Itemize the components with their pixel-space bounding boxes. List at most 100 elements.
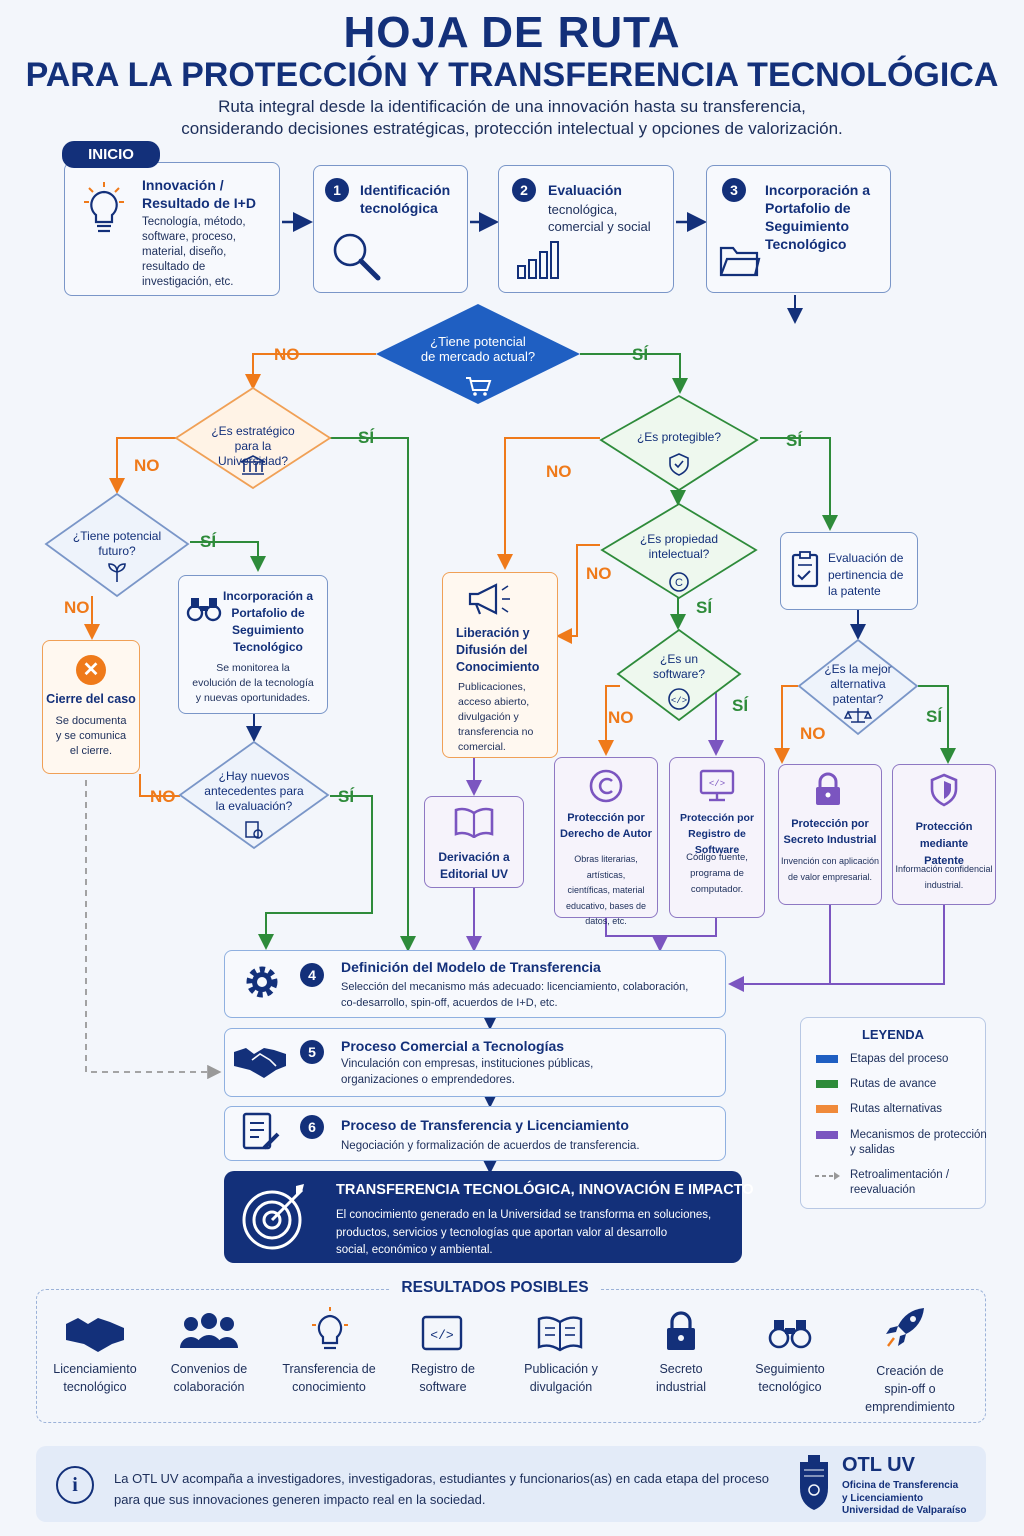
- lock-icon: [816, 772, 840, 805]
- book-icon: [537, 1316, 583, 1352]
- decision-software-text: ¿Es un software?: [652, 652, 706, 681]
- binoculars-icon: [768, 1320, 812, 1349]
- label-no: NO: [800, 724, 826, 743]
- stage-5-title: Proceso Comercial a Tecnologías: [341, 1038, 565, 1054]
- step-2-title: Evaluación: [548, 182, 622, 198]
- result-collaboration: Convenios de colaboración: [170, 1362, 248, 1394]
- lock-icon: [667, 1311, 695, 1350]
- copyright-icon: [589, 769, 623, 803]
- target-icon: [242, 1184, 304, 1250]
- patent-evaluation-box: [780, 532, 918, 610]
- label-yes: SÍ: [358, 428, 375, 447]
- patent-text: Información confidencial industrial.: [895, 864, 993, 890]
- label-no: NO: [586, 564, 612, 583]
- decision-market-text: ¿Tiene potencial de mercado actual?: [420, 334, 536, 364]
- decision-future-text: ¿Tiene potencial futuro?: [72, 529, 162, 558]
- footer-text: La OTL UV acompaña a investigadores, inv…: [114, 1471, 769, 1507]
- label-yes: SÍ: [786, 431, 803, 450]
- label-no: NO: [64, 598, 90, 617]
- decision-protectable-text: ¿Es protegible?: [636, 430, 722, 444]
- megaphone-icon: [468, 583, 510, 615]
- clipboard-check-icon: [791, 551, 819, 588]
- decision-software: </>: [616, 628, 742, 722]
- legend-swatch-advance: [816, 1080, 838, 1088]
- final-impact-box: [224, 1171, 742, 1263]
- code-icon: </>: [421, 1315, 463, 1351]
- close-case-title: Cierre del caso: [46, 692, 136, 706]
- start-title: Innovación / Resultado de I+D: [142, 177, 256, 211]
- software-registration-text: Código fuente, programa de computador.: [686, 852, 748, 895]
- close-icon: ✕: [76, 655, 106, 685]
- label-no: NO: [274, 345, 300, 364]
- decision-market: [376, 304, 580, 404]
- step-2-number: 2: [512, 178, 536, 202]
- copyright-text: Obras literarias, artísticas, científica…: [565, 854, 647, 926]
- svg-text:</>: </>: [430, 1328, 454, 1343]
- stage-4-number: 4: [300, 963, 324, 987]
- result-knowledge-transfer: Transferencia de conocimiento: [282, 1362, 376, 1394]
- bar-chart-icon: [517, 241, 559, 279]
- close-case-text: Se documenta y se comunica el cierre.: [55, 715, 127, 757]
- stage-6-title: Proceso de Transferencia y Licenciamient…: [341, 1117, 629, 1133]
- decision-best-alternative: [797, 638, 919, 736]
- label-no: NO: [546, 462, 572, 481]
- result-software-registry: Registro de software: [411, 1362, 475, 1394]
- decision-new-background: [178, 740, 330, 850]
- gear-icon: [246, 966, 278, 998]
- step-3-title: Incorporación a Portafolio de Seguimient…: [765, 182, 871, 252]
- legend-label-advance: Rutas de avance: [850, 1078, 937, 1090]
- trade-secret-text: Invención con aplicación de valor empres…: [780, 856, 880, 882]
- result-publication: Publicación y divulgación: [524, 1362, 598, 1394]
- decision-ip-text: ¿Es propiedad intelectual?: [639, 532, 719, 561]
- label-yes: SÍ: [632, 345, 649, 364]
- copyright-box: [554, 757, 658, 918]
- footer-org: OTL UV: [842, 1454, 915, 1476]
- magnifier-icon: [333, 233, 381, 281]
- final-impact-text: El conocimiento generado en la Universid…: [336, 1209, 712, 1256]
- step-3-number: 3: [722, 178, 746, 202]
- svg-text:</>: </>: [709, 779, 725, 789]
- label-yes: SÍ: [732, 696, 749, 715]
- start-badge: INICIO: [62, 141, 160, 168]
- monitor-code-icon: </>: [699, 769, 735, 802]
- stage-6-text: Negociación y formalización de acuerdos …: [341, 1140, 640, 1152]
- step-1-number: 1: [325, 178, 349, 202]
- final-impact-title: TRANSFERENCIA TECNOLÓGICA, INNOVACIÓN E …: [336, 1182, 754, 1198]
- footer-org-name: Oficina de Transferencia y Licenciamient…: [842, 1480, 967, 1516]
- step-1-title: Identificación tecnológica: [360, 182, 451, 216]
- decision-protectable: [599, 394, 759, 492]
- release-box: [442, 572, 558, 758]
- legend-label-alternative: Rutas alternativas: [850, 1103, 943, 1115]
- decision-best-alternative-text: ¿Es la mejor alternativa patentar?: [824, 662, 892, 706]
- page-title: HOJA DE RUTA: [343, 8, 681, 57]
- legend-swatch-protection: [816, 1131, 838, 1139]
- stage-5-number: 5: [300, 1040, 324, 1064]
- legend-swatch-feedback: [815, 1172, 840, 1180]
- legend-title: LEYENDA: [861, 1027, 925, 1042]
- stage-5-text: Vinculación con empresas, instituciones …: [341, 1058, 594, 1086]
- stage-4-title: Definición del Modelo de Transferencia: [341, 959, 601, 975]
- folder-icon: [719, 246, 761, 277]
- results-title: RESULTADOS POSIBLES: [390, 1279, 600, 1297]
- portfolio-monitor-title: Incorporación a Portafolio de Seguimient…: [222, 589, 314, 654]
- handshake-icon: [66, 1318, 124, 1352]
- page-subtitle: PARA LA PROTECCIÓN Y TRANSFERENCIA TECNO…: [25, 56, 999, 94]
- patent-evaluation-title: Evaluación de pertinencia de la patente: [828, 551, 904, 598]
- uv-crest-icon: [800, 1455, 828, 1510]
- patent-title: Protección mediante Patente: [915, 821, 973, 867]
- lightbulb-icon: [84, 182, 124, 233]
- people-icon: [180, 1313, 238, 1348]
- label-no: NO: [150, 787, 176, 806]
- lightbulb-icon: [312, 1307, 348, 1350]
- results-panel: [36, 1289, 986, 1423]
- release-text: Publicaciones, acceso abierto, divulgaci…: [458, 681, 534, 753]
- legend-label-protection: Mecanismos de protección y salidas: [850, 1129, 987, 1156]
- svg-text:</>: </>: [671, 696, 687, 706]
- portfolio-monitor-box: [178, 575, 328, 714]
- binoculars-icon: [186, 598, 222, 622]
- software-registration-title: Protección por Registro de Software: [679, 812, 755, 856]
- start-text: Tecnología, método, software, proceso, m…: [142, 216, 246, 288]
- start-box: [64, 162, 280, 296]
- decision-new-background-text: ¿Hay nuevos antecedentes para la evaluac…: [204, 769, 304, 813]
